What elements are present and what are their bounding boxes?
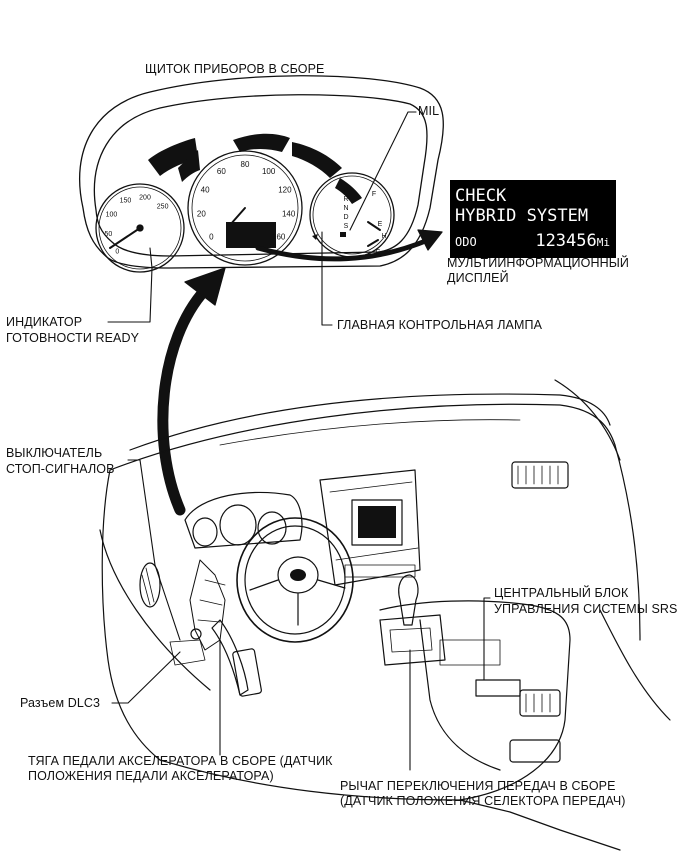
power-meter-tick-label: 150: [120, 197, 132, 204]
multi-display-label-line1: МУЛЬТИИНФОРМАЦИОННЫЙ: [447, 256, 629, 270]
accelerator-pedal-label-line2: ПОЛОЖЕНИЯ ПЕДАЛИ АКСЕЛЕРАТОРА): [28, 769, 274, 783]
shift-lever-label-line1: РЫЧАГ ПЕРЕКЛЮЧЕНИЯ ПЕРЕДАЧ В СБОРЕ: [340, 779, 616, 793]
accelerator-pedal-label-line1: ТЯГА ПЕДАЛИ АКСЕЛЕРАТОРА В СБОРЕ (ДАТЧИК: [28, 754, 333, 768]
fuel-mark-empty: E: [378, 221, 383, 228]
speedometer-tick-label: 160: [272, 232, 286, 241]
speedometer-tick-label: 40: [201, 185, 210, 194]
cluster-hood-accents: [148, 133, 362, 204]
speedometer-tick-label: 0: [209, 232, 214, 241]
stop-switch-label-line2: СТОП-СИГНАЛОВ: [6, 462, 115, 476]
fuel-mark-full: F: [372, 191, 376, 198]
fuel-temp-gauge: [309, 172, 395, 258]
pointer-arrows: [157, 229, 443, 516]
shift-lever-label-line2: (ДАТЧИК ПОЛОЖЕНИЯ СЕЛЕКТОРА ПЕРЕДАЧ): [340, 794, 626, 808]
ready-indicator-label-line1: ИНДИКАТОР: [6, 315, 83, 329]
power-meter-tick-label: 200: [139, 194, 151, 201]
ready-indicator-label-line2: ГОТОВНОСТИ READY: [6, 331, 140, 345]
multi-display-label-line2: ДИСПЛЕЙ: [447, 271, 509, 285]
temp-mark-cold: C: [375, 249, 380, 256]
speedometer-tick-label: 120: [278, 185, 292, 194]
speedometer-tick-label: 60: [217, 167, 226, 176]
speedometer-tick-label: 140: [282, 210, 296, 219]
gear-indicator-letter: D: [343, 214, 348, 221]
speedometer-tick-label: 100: [262, 167, 276, 176]
master-warning-lamp-label: ГЛАВНАЯ КОНТРОЛЬНАЯ ЛАМПА: [337, 318, 543, 332]
dashboard-outline: [99, 379, 671, 851]
temp-mark-hot: H: [381, 233, 386, 240]
odometer-label: ODO: [455, 235, 477, 249]
power-meter-tick-label: 0: [115, 249, 119, 256]
cluster-label: ЩИТОК ПРИБОРОВ В СБОРЕ: [145, 62, 325, 76]
speedometer-tick-label: 20: [197, 210, 206, 219]
gear-indicator-letter: N: [343, 205, 348, 212]
power-meter-tick-label: 50: [104, 231, 112, 238]
power-meter-tick-label: 100: [106, 211, 118, 218]
srs-unit-label-line1: ЦЕНТРАЛЬНЫЙ БЛОК: [494, 586, 629, 600]
cluster-housing: [79, 75, 444, 269]
gear-indicator-letter: R: [343, 196, 348, 203]
display-line-2: HYBRID SYSTEM: [455, 206, 589, 226]
callout-lines: [107, 111, 491, 771]
multi-information-display: CHECK HYBRID SYSTEM ODO 123456Mi: [450, 180, 616, 258]
mil-label: MIL: [418, 104, 440, 118]
stop-switch-label-line1: ВЫКЛЮЧАТЕЛЬ: [6, 446, 103, 460]
odometer-value: 123456Mi: [535, 231, 610, 251]
gear-indicator-letter: P: [344, 187, 349, 194]
display-line-1: CHECK: [455, 186, 507, 206]
dlc3-label: Разъем DLC3: [20, 696, 101, 710]
gear-indicator-letter: S: [344, 223, 349, 230]
power-meter-tick-label: 250: [157, 203, 169, 210]
srs-unit-label-line2: УПРАВЛЕНИЯ СИСТЕМЫ SRS: [494, 602, 678, 616]
speedometer-tick-label: 80: [241, 160, 250, 169]
power-meter-gauge: [95, 183, 185, 273]
speedometer-gauge: [187, 150, 303, 266]
